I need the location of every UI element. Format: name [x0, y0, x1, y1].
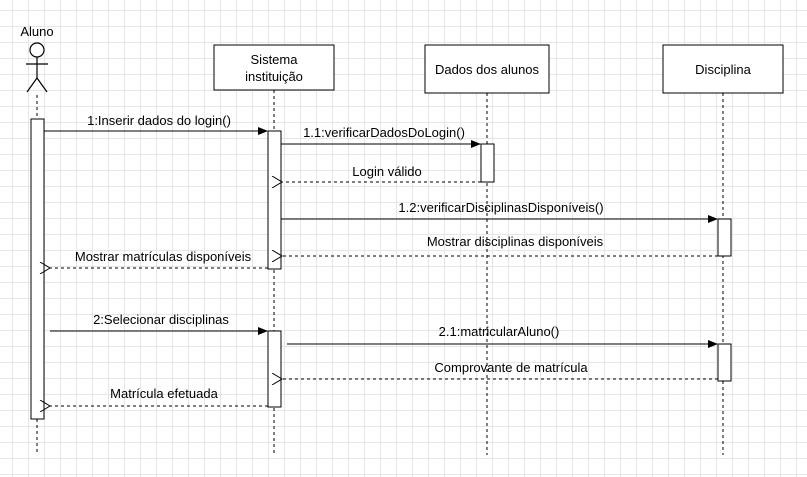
activation-aluno [30, 118, 45, 420]
message-2-1-matricular-aluno: 2.1:matricularAluno() [287, 324, 718, 348]
activation-dados-alunos [480, 143, 495, 183]
message-label: 1:Inserir dados do login() [87, 113, 231, 128]
actor-stick-figure [26, 42, 48, 93]
return-matricula-efetuada: Matrícula efetuada [50, 386, 268, 406]
message-label: 1.1:verificarDadosDoLogin() [303, 125, 465, 140]
return-login-valido: Login válido [282, 164, 481, 182]
message-label: Matrícula efetuada [110, 386, 218, 401]
participant-label: Dados dos alunos [435, 62, 540, 77]
participant-sistema: Sistema instituição [213, 44, 335, 91]
participant-label-line1: Sistema [251, 52, 299, 67]
message-1-2-verificar-disciplinas: 1.2:verificarDisciplinasDisponíveis() [281, 200, 718, 223]
message-label: 1.2:verificarDisciplinasDisponíveis() [398, 200, 603, 215]
message-2-selecionar-disciplinas: 2:Selecionar disciplinas [50, 312, 268, 335]
message-label: Mostrar disciplinas disponíveis [427, 234, 604, 249]
participant-label: Disciplina [695, 62, 751, 77]
return-comprovante-matricula: Comprovante de matrícula [282, 360, 718, 379]
message-label: 2.1:matricularAluno() [439, 324, 560, 339]
message-label: Mostrar matrículas disponíveis [75, 249, 252, 264]
activation-sistema-1 [267, 130, 282, 270]
message-label: Login válido [352, 164, 421, 179]
message-label: 2:Selecionar disciplinas [93, 312, 229, 327]
message-label: Comprovante de matrícula [434, 360, 588, 375]
message-1-inserir-dados-login: 1:Inserir dados do login() [44, 113, 268, 135]
actor-label: Aluno [20, 24, 53, 39]
return-mostrar-disciplinas: Mostrar disciplinas disponíveis [282, 234, 718, 256]
return-mostrar-matriculas: Mostrar matrículas disponíveis [50, 249, 268, 268]
participant-label-line2: instituição [245, 69, 303, 84]
participant-disciplina: Disciplina [662, 44, 784, 94]
participant-dados-alunos: Dados dos alunos [424, 44, 550, 94]
message-1-1-verificar-dados-login: 1.1:verificarDadosDoLogin() [281, 125, 481, 148]
activation-sistema-2 [267, 330, 282, 408]
activation-disciplina-1 [717, 218, 732, 257]
activation-disciplina-2 [717, 343, 732, 382]
